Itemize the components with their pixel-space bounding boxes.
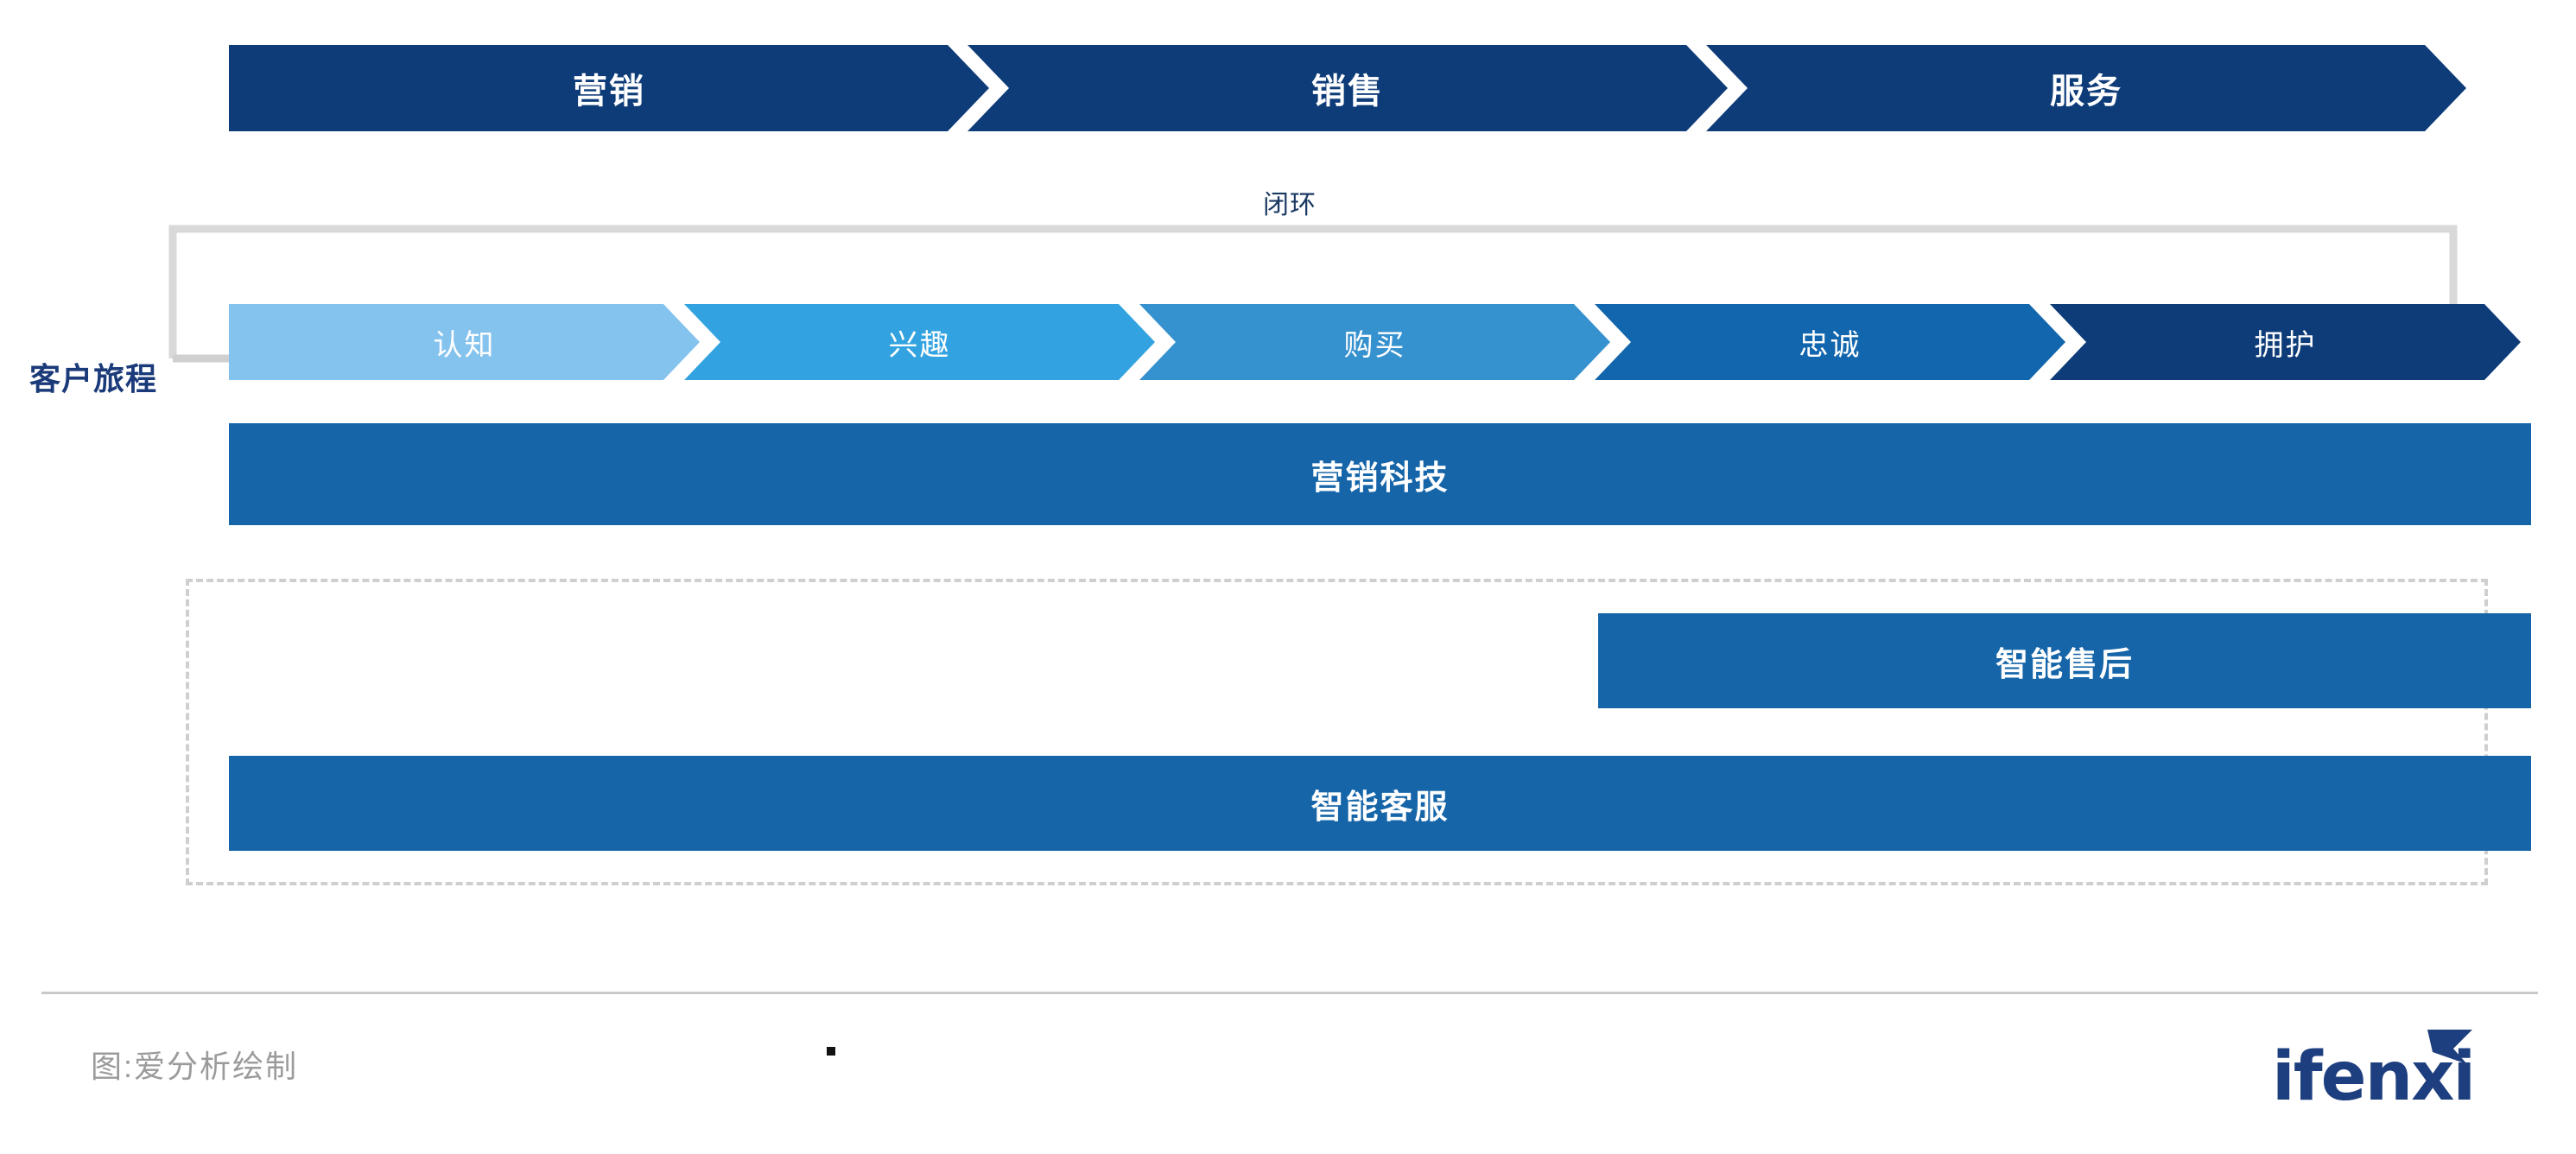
bar-label-smart-customer-service: 智能客服 [1310,789,1450,826]
bar-label-marketing-technology: 营销科技 [1310,460,1450,497]
ifenxi-flag-icon [2427,1030,2472,1064]
journey-stage-purchase[interactable]: 购买 [1139,304,1610,380]
footer-marker-dot [827,1047,835,1056]
bar-label-smart-aftersales: 智能售后 [1995,646,2134,683]
bar-marketing-technology[interactable]: 营销科技 [229,423,2531,525]
journey-stage-interest[interactable]: 兴趣 [684,304,1155,380]
phase-label-marketing: 营销 [573,73,645,111]
phase-label-service: 服务 [2050,73,2122,111]
journey-stage-advocacy[interactable]: 拥护 [2050,304,2521,380]
journey-label-awareness: 认知 [433,328,496,362]
closed-loop-label: 闭环 [1253,183,1327,221]
ifenxi-logo: ifenxi [2272,1026,2479,1116]
phase-chevron-sales[interactable]: 销售 [968,45,1728,131]
journey-label-loyalty: 忠诚 [1799,328,1862,362]
phase-chevron-marketing[interactable]: 营销 [229,45,989,131]
dashed-group-box [186,579,2488,885]
journey-stage-loyalty[interactable]: 忠诚 [1595,304,2065,380]
footer-divider [41,992,2538,994]
footer-credit-text: 图:爱分析绘制 [91,1049,299,1084]
bar-smart-aftersales[interactable]: 智能售后 [1598,613,2531,708]
journey-row-label: 客户旅程 [29,361,158,396]
journey-label-purchase: 购买 [1343,328,1406,362]
bar-smart-customer-service[interactable]: 智能客服 [229,756,2531,851]
journey-stage-awareness[interactable]: 认知 [229,304,700,380]
journey-chevron-row: 认知 兴趣 购买 忠诚 拥护 [229,304,2475,380]
journey-label-advocacy: 拥护 [2254,328,2317,362]
phase-label-sales: 销售 [1311,73,1384,111]
phase-chevron-row: 营销 销售 服务 [229,45,2475,131]
phase-chevron-service[interactable]: 服务 [1706,45,2466,131]
journey-label-interest: 兴趣 [888,328,951,362]
